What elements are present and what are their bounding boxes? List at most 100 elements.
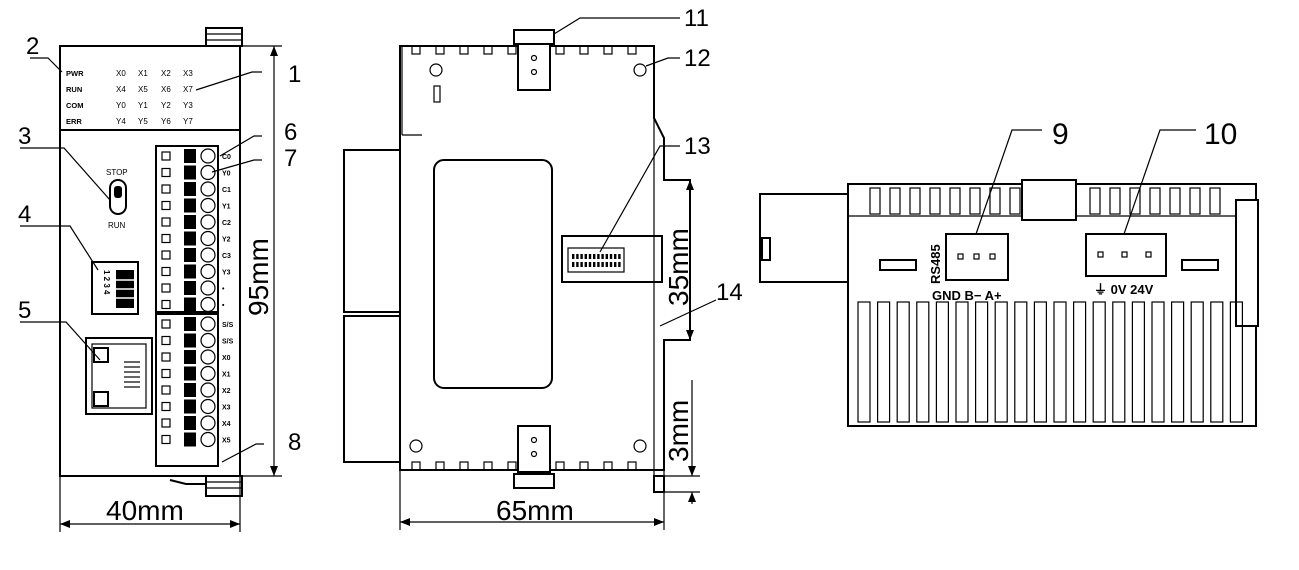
terminal-clamp — [184, 215, 196, 229]
top-vent-slots — [869, 187, 1221, 215]
pin — [618, 254, 621, 259]
side-view: 65mm 35mm 3mm — [343, 17, 717, 530]
led-io: Y6 — [161, 117, 171, 126]
led-io: X2 — [161, 69, 171, 78]
power-connector — [1085, 233, 1167, 277]
vent-slot — [909, 187, 921, 215]
terminal-clamp — [184, 350, 196, 364]
led-run: RUN — [66, 85, 82, 94]
terminal-screw — [161, 250, 171, 260]
terminal-clamp — [184, 366, 196, 381]
terminal-hole — [200, 398, 216, 415]
power-pins: ⏚ 0V 24V — [1094, 282, 1154, 297]
terminal-screw — [161, 283, 171, 293]
dim-side-offset: 3mm — [663, 400, 694, 462]
terminal-label: X0 — [222, 355, 231, 362]
vent-slot — [1112, 301, 1126, 423]
terminal-screw — [161, 151, 171, 161]
vent-slot — [989, 187, 1001, 215]
terminal-hole — [200, 247, 216, 263]
terminal-screw — [161, 385, 171, 395]
led-io: Y2 — [161, 101, 171, 110]
led-io: Y7 — [183, 117, 193, 126]
vent-slot — [1229, 301, 1244, 423]
terminal-label: Y3 — [222, 270, 231, 277]
callout-6: 6 — [284, 119, 297, 146]
rs485-connector — [945, 233, 1009, 281]
led-io: Y4 — [116, 117, 126, 126]
pin — [572, 254, 575, 259]
terminal-hole — [200, 230, 216, 247]
rib — [627, 45, 637, 55]
rib — [579, 461, 589, 471]
switch-run-label: RUN — [108, 221, 126, 230]
vent-slot — [955, 301, 969, 423]
pin — [593, 262, 596, 267]
pin — [597, 254, 600, 259]
rib — [603, 461, 613, 471]
terminal-hole — [200, 148, 216, 164]
pin — [584, 254, 587, 259]
terminal-hole — [200, 365, 216, 382]
terminal-label: X5 — [222, 438, 231, 445]
callout-11: 11 — [684, 5, 709, 32]
terminal-hole — [200, 332, 216, 349]
terminal-label: S/S — [222, 339, 234, 346]
vent-slot — [1014, 301, 1028, 423]
pin — [576, 262, 579, 267]
terminal-hole — [200, 431, 216, 448]
callout-3: 3 — [18, 123, 31, 150]
pin — [580, 262, 583, 267]
terminal-screw — [161, 352, 171, 362]
callout-13: 13 — [684, 133, 711, 160]
terminal-clamp — [184, 198, 196, 213]
pin — [572, 262, 575, 267]
terminal-screw — [161, 418, 171, 428]
rib — [435, 461, 445, 471]
led-io: Y5 — [138, 117, 148, 126]
terminal-label: Y2 — [222, 237, 231, 244]
terminal-hole — [200, 280, 216, 296]
terminal-label: • — [222, 286, 225, 293]
terminal-screw — [161, 200, 171, 211]
terminal-label: C3 — [222, 253, 231, 260]
vent-slot — [935, 301, 950, 423]
terminal-clamp — [184, 416, 196, 430]
bottom-view: RS485 GND B− A+ ⏚ 0V 24V — [759, 129, 1259, 427]
expansion-pins — [572, 254, 621, 267]
terminal-screw — [161, 319, 171, 329]
terminal-hole — [200, 296, 216, 313]
vent-slot — [857, 301, 871, 423]
rs485-label: RS485 — [928, 244, 943, 284]
switch-stop-label: STOP — [106, 168, 128, 177]
vent-slot — [889, 187, 901, 215]
terminal-hole — [200, 316, 216, 332]
terminal-screw — [161, 434, 171, 445]
rib — [411, 461, 421, 471]
led-io: Y3 — [183, 101, 193, 110]
callout-7: 7 — [284, 145, 297, 172]
terminal-screw — [161, 266, 171, 277]
terminal-screw — [161, 401, 171, 412]
front-view: PWR RUN COM ERR X0 X1 X2 X3 X4 X5 X6 X7 … — [20, 27, 282, 532]
terminal-hole — [200, 181, 216, 197]
rib — [411, 45, 421, 55]
led-io: X1 — [138, 69, 148, 78]
callout-4: 4 — [18, 201, 31, 228]
terminal-screw — [161, 233, 171, 244]
vent-slot — [876, 301, 891, 423]
vent-slot — [896, 301, 910, 423]
led-err: ERR — [66, 117, 82, 126]
terminal-screw — [161, 368, 171, 379]
terminal-screw — [161, 184, 171, 194]
led-io: Y0 — [116, 101, 126, 110]
led-io: X6 — [161, 85, 171, 94]
terminal-screw — [161, 217, 171, 227]
ethernet-pins — [124, 361, 140, 388]
vent-slot — [1170, 301, 1185, 423]
led-com: COM — [66, 101, 84, 110]
terminal-label: C2 — [222, 220, 231, 227]
vent-slot — [1072, 301, 1087, 423]
callout-14: 14 — [716, 279, 743, 306]
